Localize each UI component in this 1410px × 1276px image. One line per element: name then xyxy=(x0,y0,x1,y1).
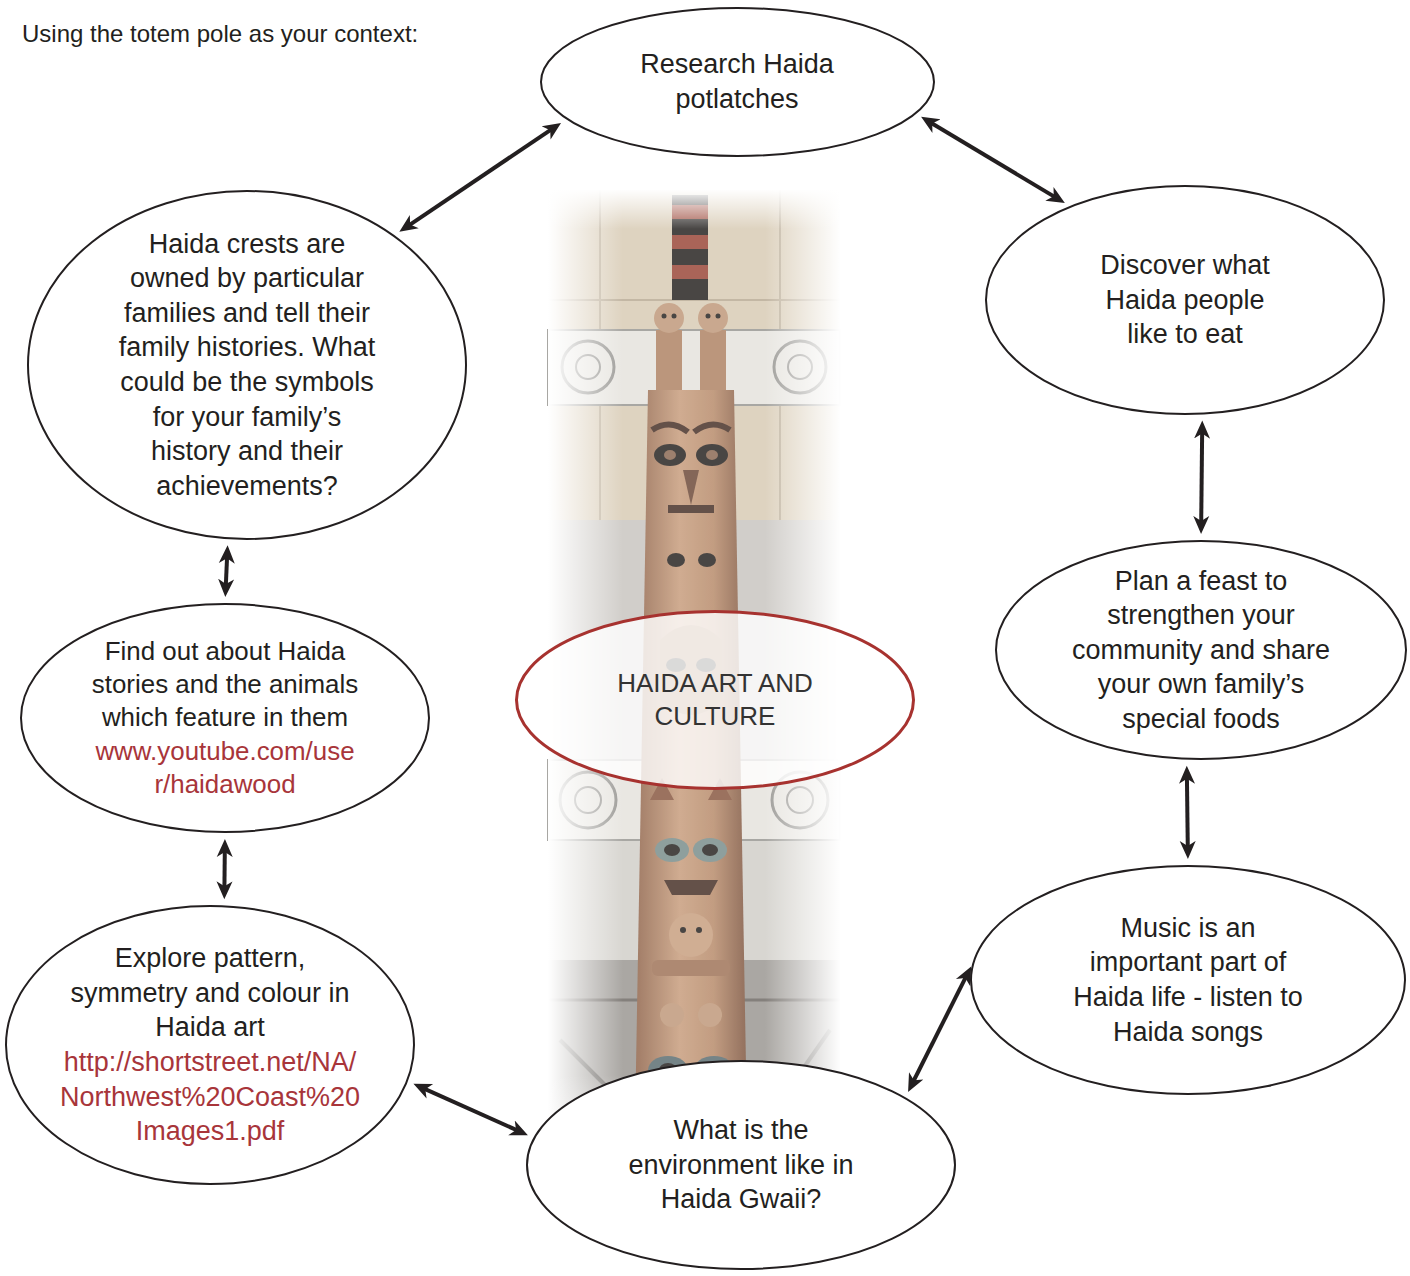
link-url: http://shortstreet.net/NA/Northwest%20Co… xyxy=(59,1045,362,1149)
ellipse-outline xyxy=(515,610,915,790)
topic-text: Find out about Haida stories and the ani… xyxy=(92,635,359,735)
double-arrow xyxy=(226,553,228,589)
ellipse-outline xyxy=(970,865,1406,1095)
topic-ellipse: Find out about Haida stories and the ani… xyxy=(20,603,430,833)
topic-text: What is the environment like in Haida Gw… xyxy=(627,1113,855,1217)
ellipse-shape xyxy=(517,612,914,789)
ellipse-shape xyxy=(21,604,429,832)
topic-text: Music is an important part of Haida life… xyxy=(1073,911,1304,1049)
topic-ellipse: Explore pattern, symmetry and colour in … xyxy=(5,905,415,1185)
topic-text: Plan a feast to strengthen your communit… xyxy=(1067,564,1335,737)
ellipse-shape xyxy=(541,8,934,156)
topic-text: Haida crests are owned by particular fam… xyxy=(117,227,377,503)
central-ellipse: HAIDA ART AND CULTURE xyxy=(515,610,915,790)
topic-ellipse: Music is an important part of Haida life… xyxy=(970,865,1406,1095)
topic-ellipse: What is the environment like in Haida Gw… xyxy=(526,1060,956,1270)
page-title: Using the totem pole as your context: xyxy=(22,20,418,48)
ellipse-shape xyxy=(986,186,1384,414)
topic-ellipse: Discover what Haida people like to eat xyxy=(985,185,1385,415)
double-arrow xyxy=(421,1087,521,1132)
link-url: www.youtube.com/user/haidawood xyxy=(92,735,359,801)
ellipse-shape xyxy=(527,1061,955,1269)
double-arrow xyxy=(1185,774,1190,851)
topic-text: Discover what Haida people like to eat xyxy=(1085,248,1285,352)
topic-text: Explore pattern, symmetry and colour in … xyxy=(59,941,362,1045)
double-arrow xyxy=(1201,429,1202,526)
ellipse-shape xyxy=(996,541,1406,759)
double-arrow xyxy=(912,974,968,1085)
double-arrow xyxy=(928,121,1058,199)
ellipse-shape xyxy=(6,906,414,1184)
topic-ellipse: Haida crests are owned by particular fam… xyxy=(27,190,467,540)
ellipse-outline xyxy=(540,7,935,157)
ellipse-shape xyxy=(971,866,1405,1094)
topic-ellipse: Research Haida potlatches xyxy=(540,7,935,157)
central-title: HAIDA ART AND CULTURE xyxy=(615,667,815,734)
topic-text: Research Haida potlatches xyxy=(638,47,836,116)
double-arrow xyxy=(406,127,554,227)
ellipse-shape xyxy=(28,191,466,539)
topic-ellipse: Plan a feast to strengthen your communit… xyxy=(995,540,1407,760)
double-arrow xyxy=(222,847,226,891)
